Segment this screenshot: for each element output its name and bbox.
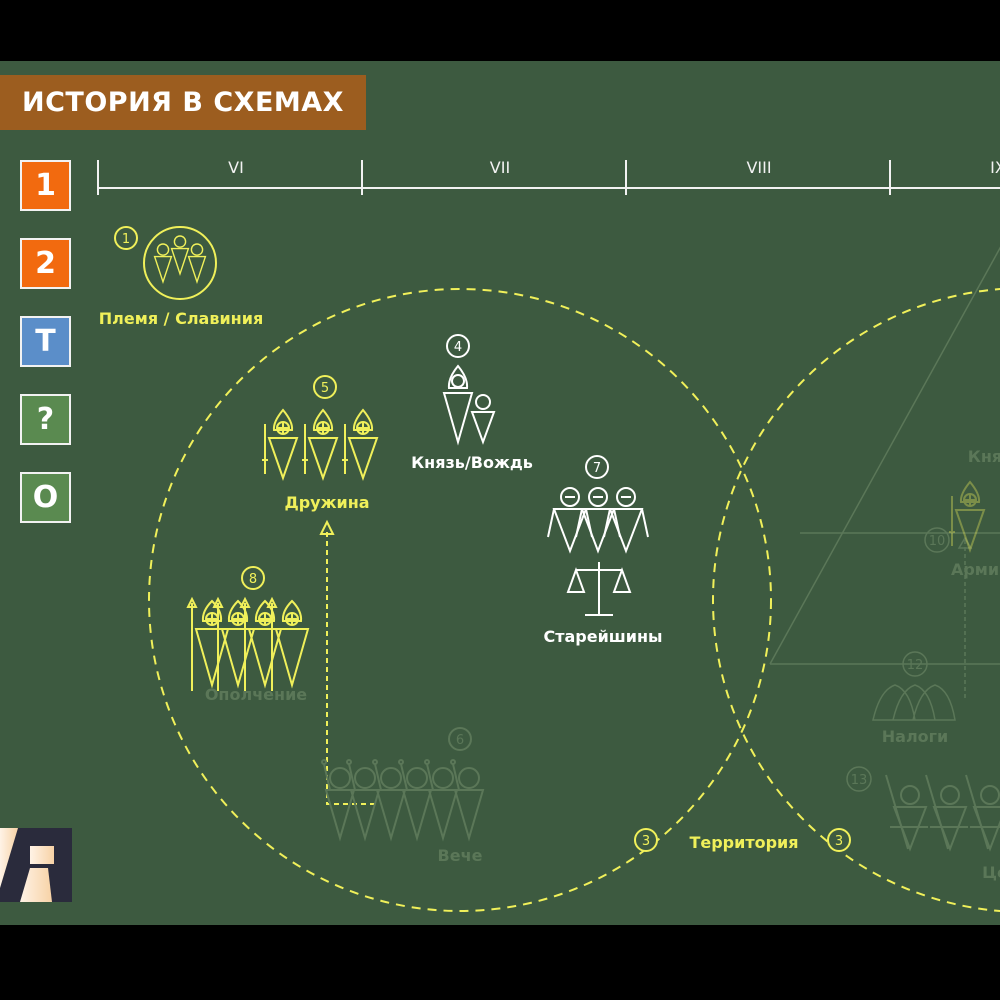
elders-label: Старейшины xyxy=(543,627,662,646)
number-badge-12 xyxy=(902,651,928,677)
logo: AM xyxy=(0,828,72,902)
timeline xyxy=(97,160,1000,195)
veche-icon xyxy=(321,759,484,839)
nav-button-1[interactable]: 1 xyxy=(20,160,71,211)
number-12: 12 xyxy=(907,658,924,673)
taxes-label: Налоги xyxy=(882,727,948,746)
territory-circle-right xyxy=(712,288,1000,912)
militia-label: Ополчение xyxy=(205,685,307,704)
number-10: 10 xyxy=(929,534,946,549)
number-badge-4 xyxy=(446,334,470,358)
number-badge-6 xyxy=(448,727,472,751)
arrow-veche-to-druzhina xyxy=(326,528,375,805)
number-7: 7 xyxy=(593,461,601,476)
number-badge-5 xyxy=(313,375,337,399)
army-label: Арми xyxy=(951,560,999,579)
bottom-label: Це xyxy=(982,863,1000,882)
century-label: VIII xyxy=(746,158,771,177)
state-pyramid xyxy=(769,246,1000,700)
nav-button-2[interactable]: 2 xyxy=(20,238,71,289)
green-board xyxy=(0,61,1000,925)
nav-button-test[interactable]: T xyxy=(20,316,71,367)
peasants-icon xyxy=(885,774,1000,850)
number-4: 4 xyxy=(454,340,462,355)
number-badge-13 xyxy=(846,766,872,792)
page-title: ИСТОРИЯ В СХЕМАХ xyxy=(0,75,366,130)
tribe-icon xyxy=(143,226,217,300)
elders-icon xyxy=(547,487,649,552)
veche-label: Вече xyxy=(438,846,483,865)
arrow-head-icon xyxy=(319,519,335,535)
century-label: VI xyxy=(228,158,244,177)
tribe-label: Племя / Славиния xyxy=(99,309,263,328)
nav-button-question[interactable]: ? xyxy=(20,394,71,445)
number-badge-3-right xyxy=(827,828,851,852)
prince-label: Князь/Вождь xyxy=(411,453,533,472)
militia-icon xyxy=(187,598,309,692)
territory-circle-left xyxy=(148,288,772,912)
druzhina-label: Дружина xyxy=(284,493,369,512)
number-badge-10 xyxy=(924,527,950,553)
number-6: 6 xyxy=(456,733,464,748)
number-badge-3-left xyxy=(634,828,658,852)
number-badge-8 xyxy=(241,566,265,590)
prince-army-icon xyxy=(948,481,985,551)
century-label: VII xyxy=(490,158,510,177)
tax-bags-icon xyxy=(872,684,956,721)
number-13: 13 xyxy=(851,773,868,788)
number-5: 5 xyxy=(321,381,329,396)
territory-label: Территория xyxy=(689,833,798,852)
nav-button-o[interactable]: O xyxy=(20,472,71,523)
druzhina-icon xyxy=(261,409,378,479)
number-3: 3 xyxy=(835,834,843,849)
scales-icon xyxy=(566,562,632,616)
prince-label-right: Кня xyxy=(968,447,1000,466)
number-8: 8 xyxy=(249,572,257,587)
number-3: 3 xyxy=(642,834,650,849)
number-1: 1 xyxy=(122,232,130,247)
prince-icon xyxy=(442,364,496,446)
number-badge-7 xyxy=(585,455,609,479)
number-badge-1 xyxy=(114,226,138,250)
century-label: IX xyxy=(990,158,1000,177)
